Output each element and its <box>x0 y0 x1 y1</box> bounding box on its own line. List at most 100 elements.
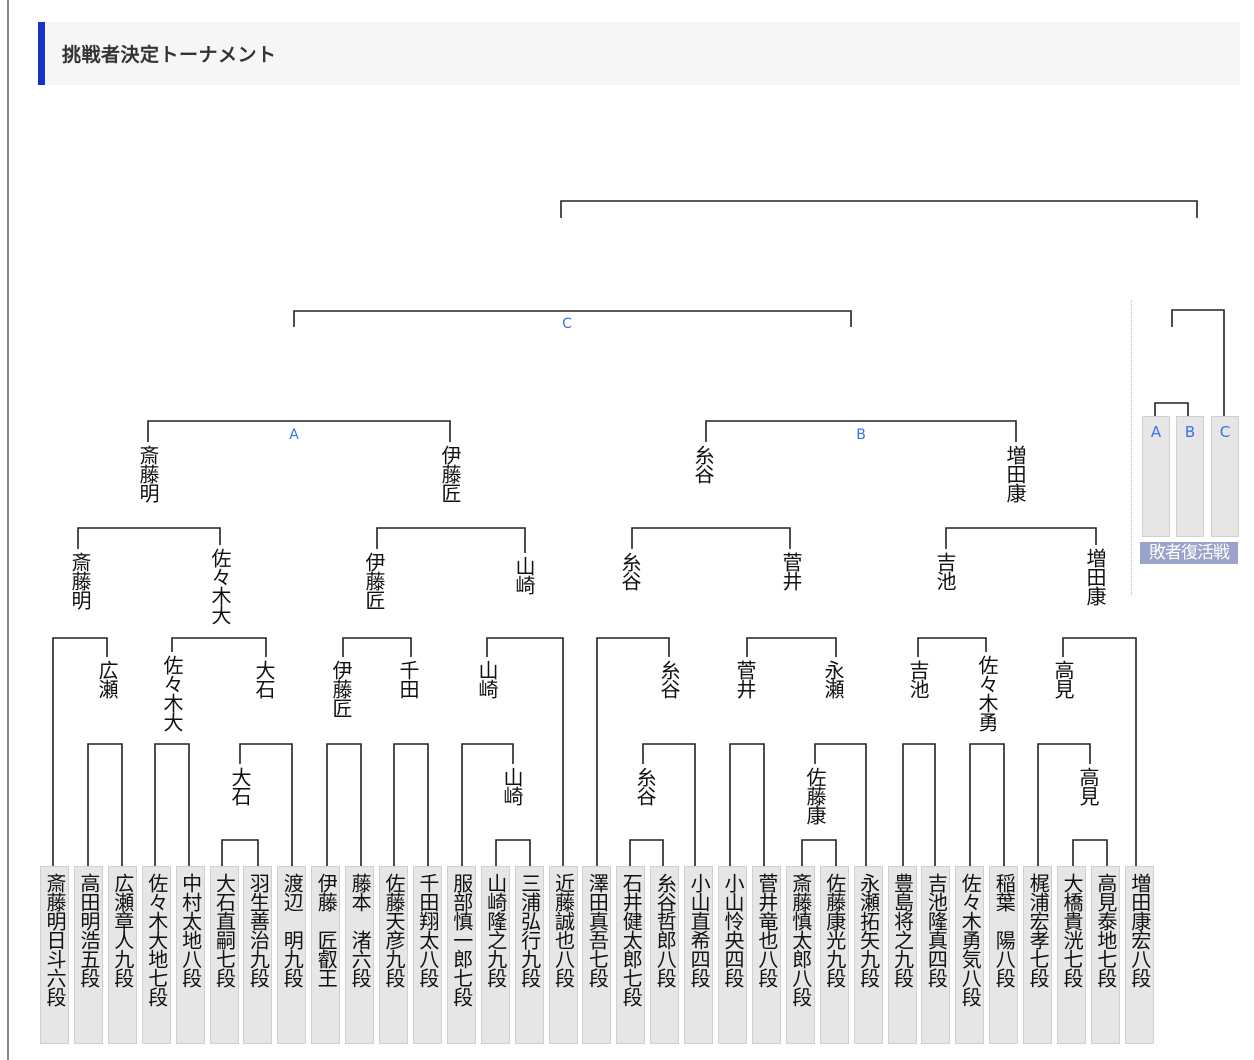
winner-label: 斎藤明 <box>136 445 160 502</box>
bracket-match-line <box>221 839 259 866</box>
player-box: 伊藤 匠叡王 <box>311 866 341 1044</box>
consolation-slot-c: C <box>1211 416 1239 537</box>
player-name: 三浦弘行九段 <box>517 873 542 987</box>
bracket-match-line <box>293 310 852 327</box>
group-label-a: A <box>289 427 299 443</box>
player-box: 稲葉 陽八段 <box>989 866 1019 1044</box>
player-name: 服部慎一郎七段 <box>449 873 474 1006</box>
winner-label: 高見 <box>1076 767 1100 805</box>
winner-label: 糸谷 <box>633 767 657 805</box>
winner-label: 菅井 <box>779 552 803 590</box>
bracket-match-line <box>342 637 412 657</box>
bracket-match-line <box>1037 743 1091 866</box>
bracket-match-line <box>52 637 108 866</box>
winner-label: 糸谷 <box>657 660 681 698</box>
winner-label: 佐々木大 <box>160 655 184 731</box>
player-name: 広瀬章人九段 <box>110 873 135 987</box>
player-name: 大橋貴洸七段 <box>1060 873 1084 987</box>
winner-label: 増田康 <box>1083 548 1107 605</box>
winner-label: 佐々木勇 <box>975 655 999 731</box>
winner-label: 広瀬 <box>95 660 119 698</box>
player-box: 大石直嗣七段 <box>209 866 239 1044</box>
player-name: 高田明浩五段 <box>76 873 101 987</box>
bracket-match-line <box>969 743 1005 866</box>
player-box: 佐藤天彦九段 <box>379 866 408 1044</box>
player-box: 大橋貴洸七段 <box>1057 866 1086 1044</box>
bracket-match-line <box>560 200 1198 218</box>
winner-label: 伊藤匠 <box>362 552 386 609</box>
player-box: 石井健太郎七段 <box>616 866 646 1044</box>
bracket-match-line <box>1154 402 1189 416</box>
bracket-match-line <box>945 527 1097 549</box>
player-name: 近藤誠也八段 <box>551 873 576 987</box>
player-name: 吉池隆真四段 <box>924 873 949 987</box>
slot-label: C <box>1219 423 1231 441</box>
player-box: 羽生善治九段 <box>243 866 273 1044</box>
player-box: 千田翔太八段 <box>412 866 442 1044</box>
bracket-match-line <box>814 743 867 866</box>
winner-label: 糸谷 <box>618 552 642 590</box>
player-box: 高見泰地七段 <box>1090 866 1120 1044</box>
bracket-match-line <box>393 743 429 866</box>
winner-label: 山崎 <box>512 556 536 594</box>
player-name: 佐々木勇気八段 <box>958 873 983 1006</box>
player-box: 増田康宏八段 <box>1124 866 1154 1044</box>
player-box: 澤田真吾七段 <box>582 866 612 1044</box>
player-box: 佐々木大地七段 <box>141 866 171 1044</box>
divider <box>1131 300 1132 595</box>
bracket-match-line <box>902 743 936 866</box>
player-name: 小山怜央四段 <box>721 873 745 987</box>
player-name: 藤本 渚六段 <box>348 873 373 987</box>
bracket-match-line <box>239 743 293 866</box>
player-name: 佐藤天彦九段 <box>382 873 406 987</box>
player-name: 永瀬拓矢九段 <box>856 873 881 987</box>
player-box: 服部慎一郎七段 <box>446 866 476 1044</box>
player-box: 小山怜央四段 <box>718 866 747 1044</box>
winner-label: 吉池 <box>933 552 957 590</box>
player-box: 斎藤明日斗六段 <box>40 866 69 1044</box>
player-name: 稲葉 陽八段 <box>992 873 1017 987</box>
bracket-match-line <box>154 743 190 866</box>
slot-label: B <box>1184 423 1196 441</box>
player-name: 千田翔太八段 <box>415 873 440 987</box>
bracket-match-line <box>1062 637 1137 866</box>
winner-label: 伊藤匠 <box>329 660 353 717</box>
player-box: 三浦弘行九段 <box>514 866 544 1044</box>
bracket-match-line <box>801 839 837 866</box>
consolation-slot-b: B <box>1176 416 1204 537</box>
player-name: 渡辺 明九段 <box>280 873 305 987</box>
header-accent-bar <box>38 22 45 85</box>
winner-label: 高見 <box>1051 660 1075 698</box>
winner-label: 吉池 <box>906 660 930 698</box>
player-name: 斎藤明日斗六段 <box>43 873 67 1006</box>
winner-label: 山崎 <box>500 767 524 805</box>
bracket-match-line <box>705 420 1017 442</box>
player-name: 石井健太郎七段 <box>619 873 644 1006</box>
bracket-match-line <box>1072 839 1108 866</box>
bracket-match-line <box>461 743 514 866</box>
player-box: 佐々木勇気八段 <box>955 866 985 1044</box>
player-name: 小山直希四段 <box>687 873 712 987</box>
consolation-label: 敗者復活戦 <box>1140 542 1238 564</box>
player-name: 糸谷哲郎八段 <box>653 873 678 987</box>
player-name: 梶浦宏孝七段 <box>1026 873 1051 987</box>
player-box: 渡辺 明九段 <box>277 866 307 1044</box>
bracket-match-line <box>376 527 526 553</box>
bracket-match-line <box>729 743 765 866</box>
bracket-match-line <box>486 637 564 866</box>
section-header: 挑戦者決定トーナメント <box>38 22 1240 85</box>
slot-label: A <box>1150 423 1162 441</box>
player-box: 斎藤慎太郎八段 <box>785 866 815 1044</box>
winner-label: 菅井 <box>733 660 757 698</box>
player-name: 佐藤康光九段 <box>822 873 847 987</box>
bracket-match-line <box>917 637 987 657</box>
player-name: 増田康宏八段 <box>1127 873 1152 987</box>
player-name: 豊島将之九段 <box>890 873 915 987</box>
consolation-slot-a: A <box>1142 416 1170 537</box>
player-box: 梶浦宏孝七段 <box>1023 866 1053 1044</box>
winner-label: 永瀬 <box>821 660 845 698</box>
player-box: 高田明浩五段 <box>73 866 103 1044</box>
player-name: 山崎隆之九段 <box>483 873 508 987</box>
player-box: 豊島将之九段 <box>887 866 917 1044</box>
